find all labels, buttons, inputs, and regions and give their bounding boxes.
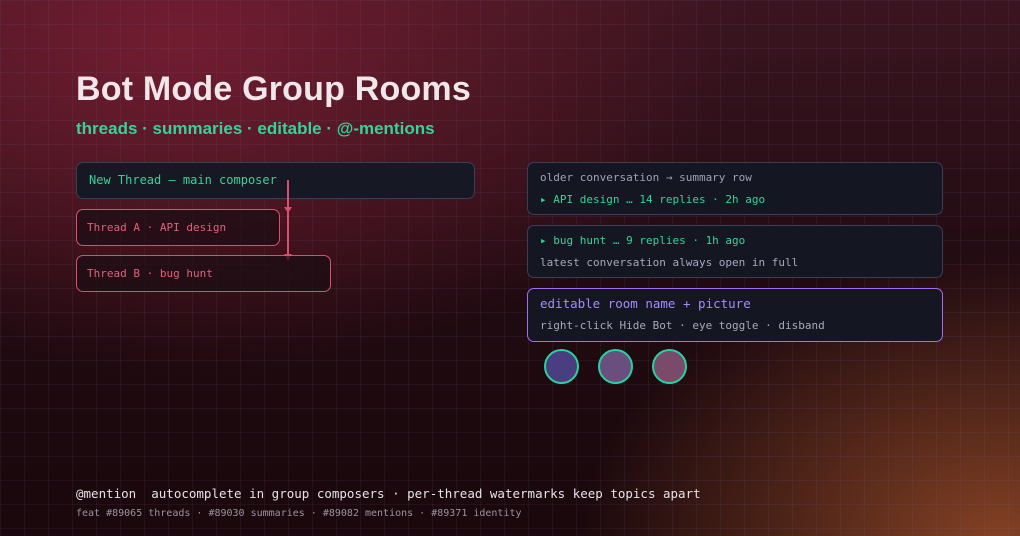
page-subtitle: threads · summaries · editable · @-menti… (76, 119, 435, 138)
page-title: Bot Mode Group Rooms (76, 70, 471, 108)
thread-b-item[interactable]: Thread B · bug hunt (76, 255, 331, 292)
summary-row[interactable]: ▸ API design … 14 replies · 2h ago (540, 193, 766, 206)
main-composer[interactable]: New Thread — main composer (76, 162, 475, 199)
summary-card[interactable]: older conversation → summary row ▸ API d… (527, 162, 943, 215)
room-identity-card[interactable]: editable room name + picture right-click… (527, 288, 943, 342)
thread-b-label: Thread B · bug hunt (87, 267, 213, 280)
thread-a-item[interactable]: Thread A · API design (76, 209, 280, 246)
latest-conversation-note: latest conversation always open in full (540, 256, 799, 269)
avatar[interactable] (652, 349, 687, 384)
feature-references: feat #89065 threads · #89030 summaries ·… (76, 508, 522, 519)
room-identity-actions: right-click Hide Bot · eye toggle · disb… (540, 319, 825, 332)
composer-label: New Thread — main composer (89, 173, 277, 187)
latest-thread-row[interactable]: ▸ bug hunt … 9 replies · 1h ago (540, 234, 746, 247)
avatar[interactable] (598, 349, 633, 384)
avatar[interactable] (544, 349, 579, 384)
room-identity-heading: editable room name + picture (540, 296, 751, 311)
summary-card-heading: older conversation → summary row (540, 171, 752, 184)
thread-connector (284, 180, 292, 260)
thread-a-label: Thread A · API design (87, 221, 227, 234)
footer-description: @mention autocomplete in group composers… (76, 486, 701, 501)
latest-conversation-card[interactable]: ▸ bug hunt … 9 replies · 1h ago latest c… (527, 225, 943, 278)
